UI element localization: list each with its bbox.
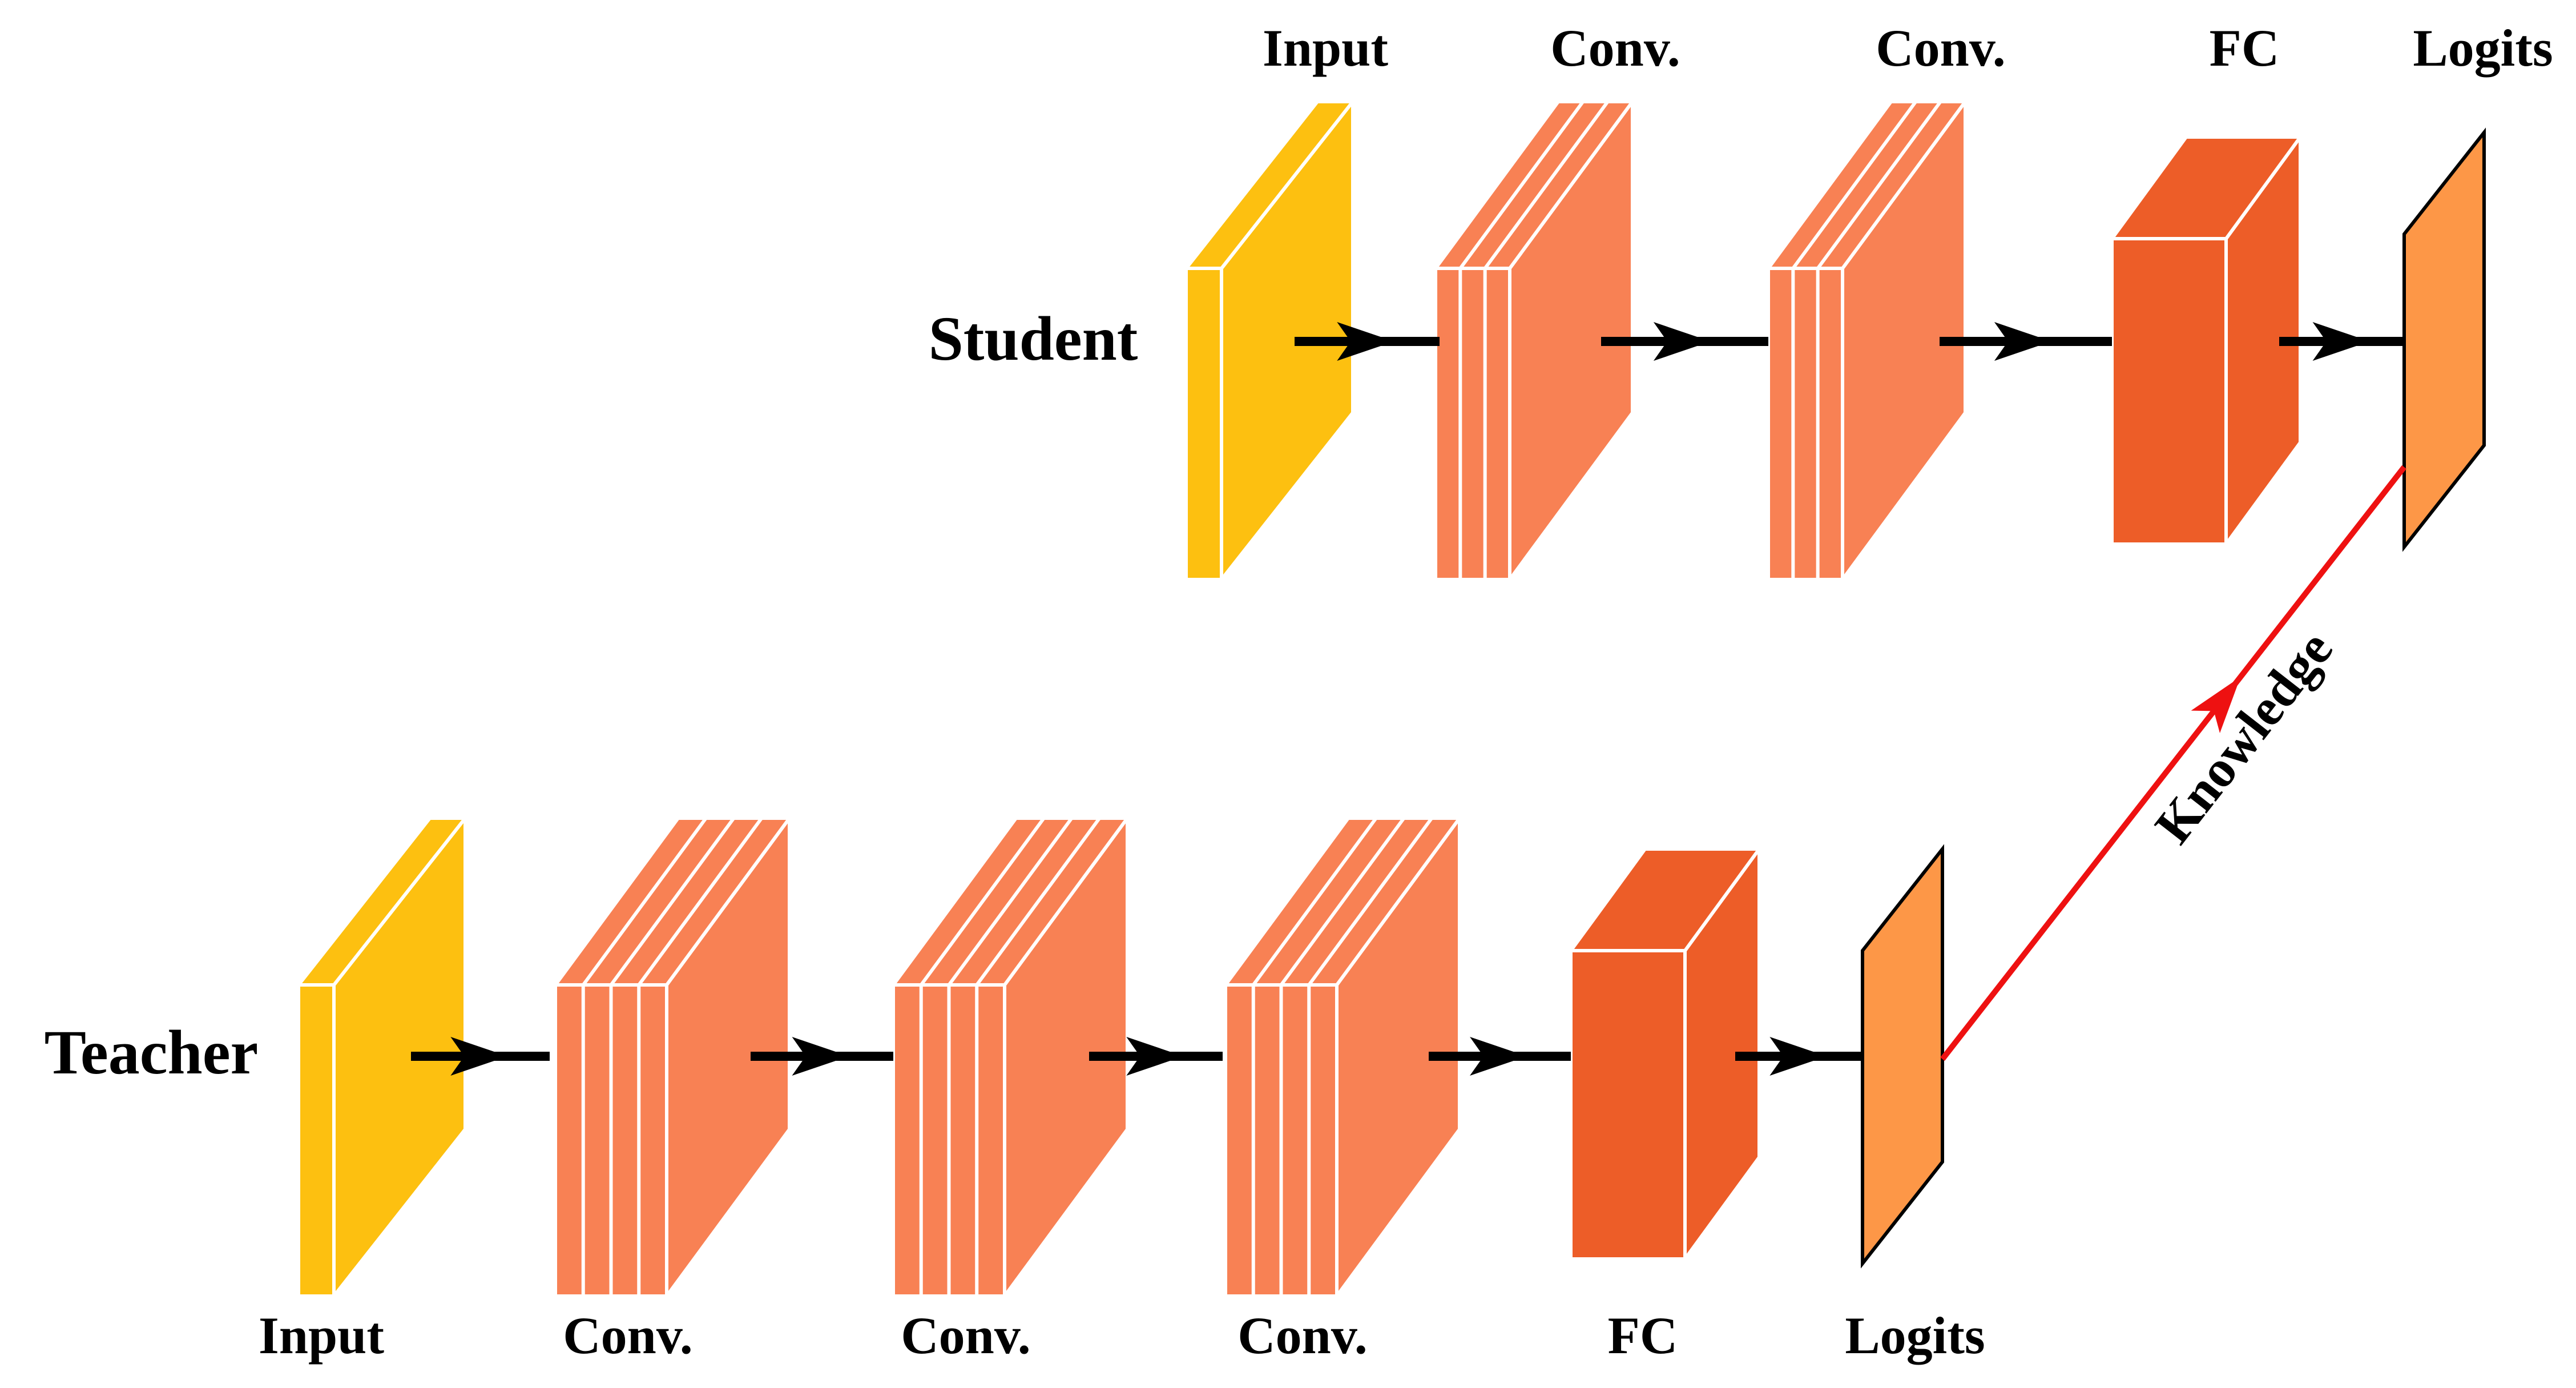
teacher-label-input: Input xyxy=(259,1306,384,1365)
student-label-conv-1: Conv. xyxy=(1550,19,1680,77)
teacher-arrow-1 xyxy=(411,1037,550,1076)
teacher-input-layer xyxy=(297,816,467,1298)
student-logits-layer xyxy=(2402,127,2486,552)
teacher-logits-layer xyxy=(1861,844,1944,1269)
teacher-row-label: Teacher xyxy=(45,1017,259,1087)
student-arrow-3-head xyxy=(1994,322,2051,361)
teacher-label-logits: Logits xyxy=(1845,1306,1985,1365)
student-conv-layer-1-front-face xyxy=(1434,267,1511,581)
teacher-network: Input Conv. Conv. Conv. FC Logits xyxy=(259,816,1985,1365)
knowledge-transfer: Knowledge xyxy=(1940,465,2406,1061)
student-arrow-2 xyxy=(1601,322,1768,361)
student-arrow-3 xyxy=(1940,322,2112,361)
student-label-logits: Logits xyxy=(2413,19,2553,77)
student-input-layer xyxy=(1184,100,1354,581)
student-arrow-4-head xyxy=(2312,322,2370,361)
student-fc-layer xyxy=(2110,135,2302,546)
student-arrow-4 xyxy=(2279,322,2404,361)
teacher-label-fc: FC xyxy=(1608,1306,1678,1365)
student-conv-layer-1 xyxy=(1434,100,1634,581)
student-network: Input Conv. Conv. FC Logits xyxy=(1184,19,2553,581)
teacher-arrow-4 xyxy=(1429,1037,1571,1076)
knowledge-line xyxy=(1940,465,2406,1061)
student-fc-layer-front-face xyxy=(2110,237,2228,546)
teacher-arrow-1-head xyxy=(450,1037,508,1076)
teacher-arrow-2-head xyxy=(792,1037,849,1076)
student-arrow-2-head xyxy=(1653,322,1711,361)
teacher-label-conv-1: Conv. xyxy=(563,1306,693,1365)
teacher-arrow-5-head xyxy=(1769,1037,1827,1076)
teacher-arrow-2 xyxy=(751,1037,893,1076)
student-conv-layer-2-front-face xyxy=(1767,267,1844,581)
teacher-input-layer-front-face xyxy=(297,983,336,1298)
student-input-layer-front-face xyxy=(1184,267,1223,581)
teacher-arrow-3 xyxy=(1089,1037,1223,1076)
teacher-label-conv-3: Conv. xyxy=(1237,1306,1368,1365)
student-label-conv-2: Conv. xyxy=(1876,19,2006,77)
teacher-arrow-5 xyxy=(1735,1037,1863,1076)
student-label-fc: FC xyxy=(2210,19,2280,77)
teacher-conv-layer-1 xyxy=(554,816,791,1298)
knowledge-arrow-head xyxy=(2191,677,2241,734)
teacher-fc-layer-front-face xyxy=(1569,949,1687,1261)
student-arrow-1-head xyxy=(1337,322,1394,361)
teacher-fc-layer xyxy=(1569,847,1761,1261)
student-conv-layer-2 xyxy=(1767,100,1967,581)
student-row-label: Student xyxy=(929,304,1138,373)
teacher-label-conv-2: Conv. xyxy=(901,1306,1031,1365)
student-arrow-1 xyxy=(1295,322,1440,361)
teacher-arrow-3-head xyxy=(1126,1037,1184,1076)
teacher-conv-layer-2 xyxy=(892,816,1129,1298)
teacher-arrow-4-head xyxy=(1470,1037,1527,1076)
student-label-input: Input xyxy=(1263,19,1388,77)
knowledge-label: Knowledge xyxy=(2143,620,2344,854)
teacher-conv-layer-3 xyxy=(1224,816,1461,1298)
